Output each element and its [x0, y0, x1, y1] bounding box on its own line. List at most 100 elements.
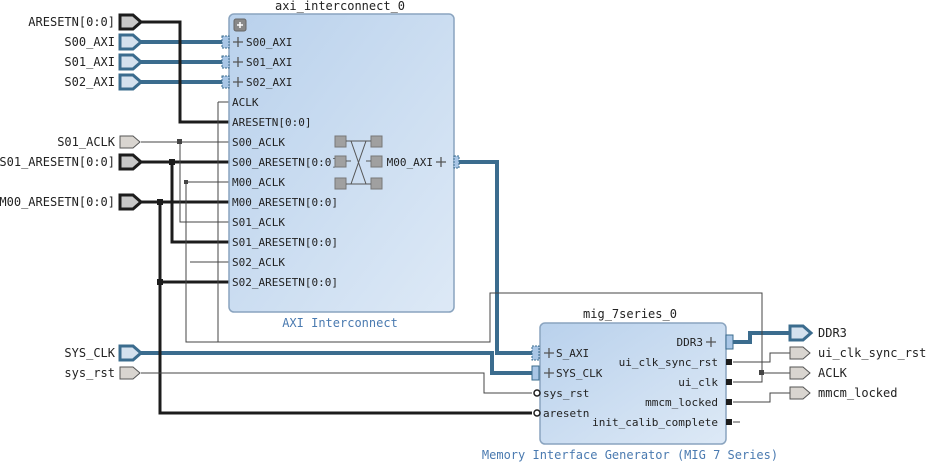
plus-icons	[233, 37, 446, 167]
output-port-icon	[789, 346, 811, 360]
bus-pin-marker	[725, 334, 734, 350]
port-m00-aresetn[interactable]: M00_ARESETN[0:0]	[0, 193, 144, 211]
block-caption: Memory Interface Generator (MIG 7 Series…	[482, 448, 778, 462]
bus-pin-markers	[221, 35, 460, 169]
port-label: S01_AXI	[64, 55, 115, 69]
plus-icon[interactable]	[544, 368, 554, 378]
port-label: ARESETN[0:0]	[28, 15, 115, 29]
net-sys-rst[interactable]	[141, 372, 532, 394]
junction-dot	[169, 159, 175, 165]
bus-port-icon	[118, 344, 144, 362]
instance-name: axi_interconnect_0	[275, 0, 405, 13]
pin-label: sys_rst	[543, 387, 589, 400]
reset-port-icon	[118, 153, 144, 171]
port-s01-aclk[interactable]: S01_ACLK	[57, 135, 141, 149]
net-mmcm-locked[interactable]	[733, 392, 790, 403]
port-label: ui_clk_sync_rst	[818, 346, 926, 360]
output-port-icon	[789, 386, 811, 400]
net-s01-aclk-b[interactable]	[179, 142, 229, 223]
port-s02-axi[interactable]: S02_AXI	[64, 73, 144, 91]
clock-port-icon	[119, 366, 141, 380]
pin-label: ui_clk	[678, 376, 718, 389]
port-ui-clk-sync-rst[interactable]: ui_clk_sync_rst	[789, 346, 926, 360]
pin-label: ARESETN[0:0]	[232, 116, 311, 129]
crossbar-icon	[334, 135, 383, 190]
port-label: SYS_CLK	[64, 346, 115, 360]
pin-label: S00_ARESETN[0:0]	[232, 156, 338, 169]
plus-icon[interactable]	[436, 157, 446, 167]
nets	[141, 20, 790, 423]
external-output-ports: DDR3 ui_clk_sync_rst ACLK mmcm_locked	[788, 324, 926, 400]
clock-port-icon	[119, 135, 141, 149]
pin-label: M00_ARESETN[0:0]	[232, 196, 338, 209]
junction-dot	[759, 370, 764, 375]
pin-label: M00_AXI	[387, 156, 433, 169]
pin-label: M00_ACLK	[232, 176, 285, 189]
net-ui-clk-sync-rst[interactable]	[733, 352, 790, 363]
port-s01-axi[interactable]: S01_AXI	[64, 53, 144, 71]
port-s00-axi[interactable]: S00_AXI	[64, 33, 144, 51]
pin-stubs	[726, 359, 732, 425]
net-ddr3[interactable]	[733, 331, 790, 344]
junction-dot	[157, 199, 163, 205]
port-mmcm-locked[interactable]: mmcm_locked	[789, 386, 897, 400]
instance-name: mig_7series_0	[583, 307, 677, 321]
port-aresetn[interactable]: ARESETN[0:0]	[28, 13, 144, 31]
plus-icon[interactable]	[233, 77, 243, 87]
output-port-icon	[789, 366, 811, 380]
pin-label: S02_AXI	[246, 76, 292, 89]
port-aclk[interactable]: ACLK	[789, 366, 848, 380]
plus-icon[interactable]	[706, 337, 716, 347]
bus-pin-marker	[531, 365, 540, 381]
pin-label: S01_ARESETN[0:0]	[232, 236, 338, 249]
net-sys-clk[interactable]	[141, 351, 532, 375]
reset-port-icon	[118, 13, 144, 31]
port-sys-rst[interactable]: sys_rst	[64, 366, 141, 380]
port-label: mmcm_locked	[818, 386, 897, 400]
pin-label: S02_ARESETN[0:0]	[232, 276, 338, 289]
pin-label: ACLK	[232, 96, 259, 109]
bus-port-icon	[788, 324, 814, 342]
net-aresetn[interactable]	[141, 20, 229, 124]
plus-icon[interactable]	[233, 37, 243, 47]
port-label: S01_ARESETN[0:0]	[0, 155, 115, 169]
mig-block[interactable]: mig_7series_0 Memory Interface Generator…	[482, 307, 778, 462]
port-label: S01_ACLK	[57, 135, 116, 149]
expand-icon[interactable]	[233, 18, 247, 32]
plus-icon[interactable]	[544, 348, 554, 358]
net-aresetn-mig[interactable]	[158, 282, 532, 415]
bus-port-icon	[118, 33, 144, 51]
port-ddr3[interactable]: DDR3	[788, 324, 847, 342]
pin-label: S00_ACLK	[232, 136, 285, 149]
pin-label: S00_AXI	[246, 36, 292, 49]
pin-label: DDR3	[677, 336, 704, 349]
port-label: ACLK	[818, 366, 848, 380]
net-ui-clk[interactable]	[186, 292, 763, 383]
active-low-bubble-icon	[533, 409, 541, 417]
pin-label: S01_ACLK	[232, 216, 285, 229]
pin-label: ui_clk_sync_rst	[619, 356, 718, 369]
port-s01-aresetn[interactable]: S01_ARESETN[0:0]	[0, 153, 144, 171]
net-s01-aresetn-b[interactable]	[170, 162, 229, 244]
bus-pin-marker	[531, 345, 540, 361]
block-caption: AXI Interconnect	[282, 316, 398, 330]
junction-dot	[184, 180, 188, 184]
junction-dot	[157, 279, 163, 285]
port-label: S02_AXI	[64, 75, 115, 89]
pin-label: S_AXI	[556, 347, 589, 360]
net-m00-to-s-axi[interactable]	[459, 160, 532, 355]
port-label: S00_AXI	[64, 35, 115, 49]
junction-dot	[177, 139, 182, 144]
pin-label: SYS_CLK	[556, 367, 603, 380]
pin-label: init_calib_complete	[592, 416, 718, 429]
active-low-bubble-icon	[533, 389, 541, 397]
external-input-ports: ARESETN[0:0] S00_AXI S01_AXI S02_AXI S01…	[0, 13, 144, 380]
reset-port-icon	[118, 193, 144, 211]
axi-port-labels: S00_AXI S01_AXI S02_AXI ACLK ARESETN[0:0…	[232, 36, 433, 289]
plus-icon[interactable]	[233, 57, 243, 67]
axi-interconnect-block[interactable]: axi_interconnect_0 AXI Interconnect S00_…	[221, 0, 460, 330]
pin-label: mmcm_locked	[645, 396, 718, 409]
port-sys-clk[interactable]: SYS_CLK	[64, 344, 144, 362]
port-label: DDR3	[818, 326, 847, 340]
